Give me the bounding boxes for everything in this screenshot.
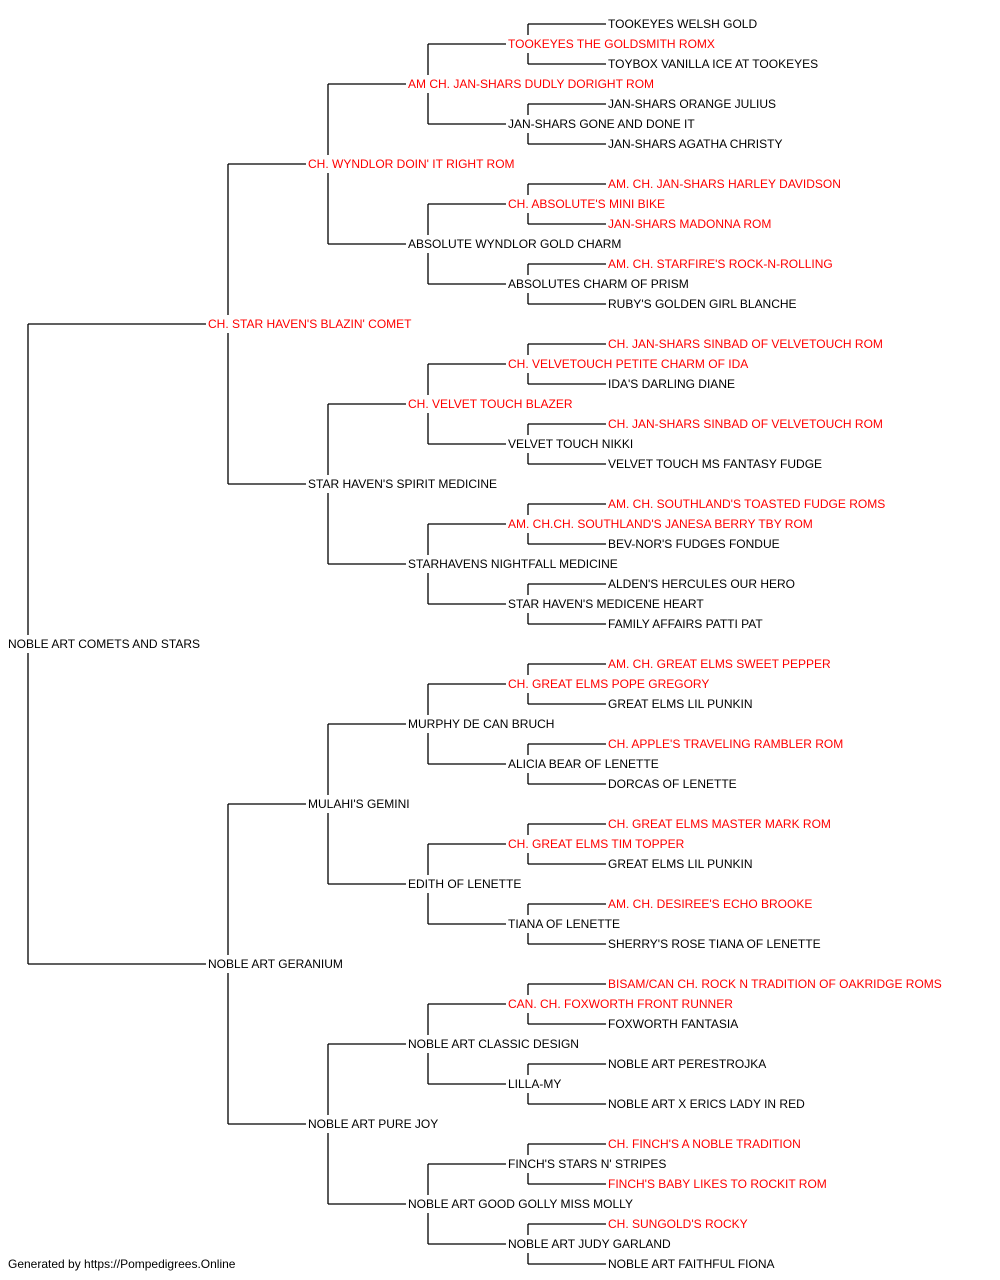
pedigree-name-sire-sire-sire-dam-sire[interactable]: JAN-SHARS ORANGE JULIUS: [608, 97, 776, 111]
pedigree-name-sire-sire-sire-sire-dam[interactable]: TOYBOX VANILLA ICE AT TOOKEYES: [608, 57, 818, 71]
pedigree-name-sire-dam-sire-dam[interactable]: VELVET TOUCH NIKKI: [508, 437, 633, 451]
pedigree-name-sire-dam-sire-dam-dam[interactable]: VELVET TOUCH MS FANTASY FUDGE: [608, 457, 822, 471]
pedigree-name-sire-sire-sire-sire-sire[interactable]: TOOKEYES WELSH GOLD: [608, 17, 757, 31]
pedigree-name-sire-sire-dam-sire[interactable]: CH. ABSOLUTE'S MINI BIKE: [508, 197, 665, 211]
pedigree-name-sire-sire-dam-sire-dam[interactable]: JAN-SHARS MADONNA ROM: [608, 217, 771, 231]
pedigree-name-dam-dam-dam[interactable]: NOBLE ART GOOD GOLLY MISS MOLLY: [408, 1197, 633, 1211]
pedigree-name-dam-dam-sire-dam-dam[interactable]: NOBLE ART X ERICS LADY IN RED: [608, 1097, 805, 1111]
pedigree-name-labels: NOBLE ART COMETS AND STARS CH. STAR HAVEN…: [8, 17, 942, 1271]
pedigree-name-sire-sire-sire[interactable]: AM CH. JAN-SHARS DUDLY DORIGHT ROM: [408, 77, 654, 91]
pedigree-name-sire-dam-sire-sire-sire[interactable]: CH. JAN-SHARS SINBAD OF VELVETOUCH ROM: [608, 337, 883, 351]
pedigree-name-dam-sire-dam-sire[interactable]: CH. GREAT ELMS TIM TOPPER: [508, 837, 685, 851]
pedigree-name-sire-sire-dam-dam-dam[interactable]: RUBY'S GOLDEN GIRL BLANCHE: [608, 297, 797, 311]
pedigree-name-dam-sire[interactable]: MULAHI'S GEMINI: [308, 797, 410, 811]
pedigree-name-dam-sire-dam-dam[interactable]: TIANA OF LENETTE: [508, 917, 620, 931]
pedigree-name-sire-dam-dam-sire-sire[interactable]: AM. CH. SOUTHLAND'S TOASTED FUDGE ROMS: [608, 497, 885, 511]
pedigree-name-sire-dam[interactable]: STAR HAVEN'S SPIRIT MEDICINE: [308, 477, 497, 491]
pedigree-name-dam-sire-dam[interactable]: EDITH OF LENETTE: [408, 877, 521, 891]
pedigree-name-sire-sire-dam-dam[interactable]: ABSOLUTES CHARM OF PRISM: [508, 277, 689, 291]
pedigree-name-sire-sire-dam-sire-sire[interactable]: AM. CH. JAN-SHARS HARLEY DAVIDSON: [608, 177, 841, 191]
pedigree-name-dam-sire-sire-dam-sire[interactable]: CH. APPLE'S TRAVELING RAMBLER ROM: [608, 737, 843, 751]
pedigree-name-dam-dam-sire-dam-sire[interactable]: NOBLE ART PERESTROJKA: [608, 1057, 766, 1071]
pedigree-name-sire-dam-dam-sire-dam[interactable]: BEV-NOR'S FUDGES FONDUE: [608, 537, 780, 551]
pedigree-name-sire-dam-sire-sire[interactable]: CH. VELVETOUCH PETITE CHARM OF IDA: [508, 357, 748, 371]
pedigree-name-dam-dam[interactable]: NOBLE ART PURE JOY: [308, 1117, 438, 1131]
pedigree-name-dam-sire-dam-sire-dam[interactable]: GREAT ELMS LIL PUNKIN: [608, 857, 753, 871]
pedigree-name-dam-sire-dam-dam-dam[interactable]: SHERRY'S ROSE TIANA OF LENETTE: [608, 937, 821, 951]
pedigree-name-dam-dam-dam-dam-dam[interactable]: NOBLE ART FAITHFUL FIONA: [608, 1257, 774, 1271]
pedigree-name-subject[interactable]: NOBLE ART COMETS AND STARS: [8, 637, 200, 651]
pedigree-name-sire-dam-dam-dam-dam[interactable]: FAMILY AFFAIRS PATTI PAT: [608, 617, 763, 631]
pedigree-name-dam-sire-sire-sire[interactable]: CH. GREAT ELMS POPE GREGORY: [508, 677, 709, 691]
pedigree-name-sire-sire-dam[interactable]: ABSOLUTE WYNDLOR GOLD CHARM: [408, 237, 621, 251]
pedigree-name-dam[interactable]: NOBLE ART GERANIUM: [208, 957, 343, 971]
generated-by-footer: Generated by https://Pompedigrees.Online: [8, 1257, 236, 1271]
pedigree-name-dam-dam-sire[interactable]: NOBLE ART CLASSIC DESIGN: [408, 1037, 579, 1051]
pedigree-name-sire-dam-sire-sire-dam[interactable]: IDA'S DARLING DIANE: [608, 377, 735, 391]
pedigree-name-dam-sire-sire-dam-dam[interactable]: DORCAS OF LENETTE: [608, 777, 737, 791]
pedigree-name-dam-sire-sire-sire-dam[interactable]: GREAT ELMS LIL PUNKIN: [608, 697, 753, 711]
pedigree-name-dam-dam-dam-sire[interactable]: FINCH'S STARS N' STRIPES: [508, 1157, 666, 1171]
pedigree-name-dam-sire-dam-sire-sire[interactable]: CH. GREAT ELMS MASTER MARK ROM: [608, 817, 831, 831]
pedigree-name-sire-sire[interactable]: CH. WYNDLOR DOIN' IT RIGHT ROM: [308, 157, 515, 171]
pedigree-name-dam-dam-dam-dam-sire[interactable]: CH. SUNGOLD'S ROCKY: [608, 1217, 748, 1231]
pedigree-name-sire-dam-dam-dam-sire[interactable]: ALDEN'S HERCULES OUR HERO: [608, 577, 795, 591]
pedigree-name-sire-dam-dam-sire[interactable]: AM. CH.CH. SOUTHLAND'S JANESA BERRY TBY …: [508, 517, 813, 531]
pedigree-name-sire-sire-sire-dam-dam[interactable]: JAN-SHARS AGATHA CHRISTY: [608, 137, 782, 151]
pedigree-name-dam-dam-dam-sire-sire[interactable]: CH. FINCH'S A NOBLE TRADITION: [608, 1137, 801, 1151]
pedigree-name-sire[interactable]: CH. STAR HAVEN'S BLAZIN' COMET: [208, 317, 412, 331]
pedigree-name-dam-dam-sire-sire-dam[interactable]: FOXWORTH FANTASIA: [608, 1017, 738, 1031]
pedigree-name-sire-dam-sire[interactable]: CH. VELVET TOUCH BLAZER: [408, 397, 573, 411]
pedigree-name-sire-sire-dam-dam-sire[interactable]: AM. CH. STARFIRE'S ROCK-N-ROLLING: [608, 257, 833, 271]
pedigree-name-dam-dam-sire-sire-sire[interactable]: BISAM/CAN CH. ROCK N TRADITION OF OAKRID…: [608, 977, 942, 991]
pedigree-name-dam-sire-sire-sire-sire[interactable]: AM. CH. GREAT ELMS SWEET PEPPER: [608, 657, 831, 671]
pedigree-name-sire-dam-sire-dam-sire[interactable]: CH. JAN-SHARS SINBAD OF VELVETOUCH ROM: [608, 417, 883, 431]
pedigree-name-dam-sire-dam-dam-sire[interactable]: AM. CH. DESIREE'S ECHO BROOKE: [608, 897, 812, 911]
pedigree-connector-lines: [27, 23, 606, 1265]
pedigree-name-sire-sire-sire-dam[interactable]: JAN-SHARS GONE AND DONE IT: [508, 117, 695, 131]
pedigree-name-dam-dam-sire-dam[interactable]: LILLA-MY: [508, 1077, 561, 1091]
pedigree-name-dam-dam-dam-sire-dam[interactable]: FINCH'S BABY LIKES TO ROCKIT ROM: [608, 1177, 827, 1191]
pedigree-name-sire-dam-dam-dam[interactable]: STAR HAVEN'S MEDICENE HEART: [508, 597, 704, 611]
pedigree-name-dam-sire-sire-dam[interactable]: ALICIA BEAR OF LENETTE: [508, 757, 659, 771]
pedigree-name-sire-dam-dam[interactable]: STARHAVENS NIGHTFALL MEDICINE: [408, 557, 618, 571]
pedigree-name-sire-sire-sire-sire[interactable]: TOOKEYES THE GOLDSMITH ROMX: [508, 37, 715, 51]
pedigree-name-dam-sire-sire[interactable]: MURPHY DE CAN BRUCH: [408, 717, 554, 731]
pedigree-name-dam-dam-sire-sire[interactable]: CAN. CH. FOXWORTH FRONT RUNNER: [508, 997, 733, 1011]
pedigree-name-dam-dam-dam-dam[interactable]: NOBLE ART JUDY GARLAND: [508, 1237, 671, 1251]
